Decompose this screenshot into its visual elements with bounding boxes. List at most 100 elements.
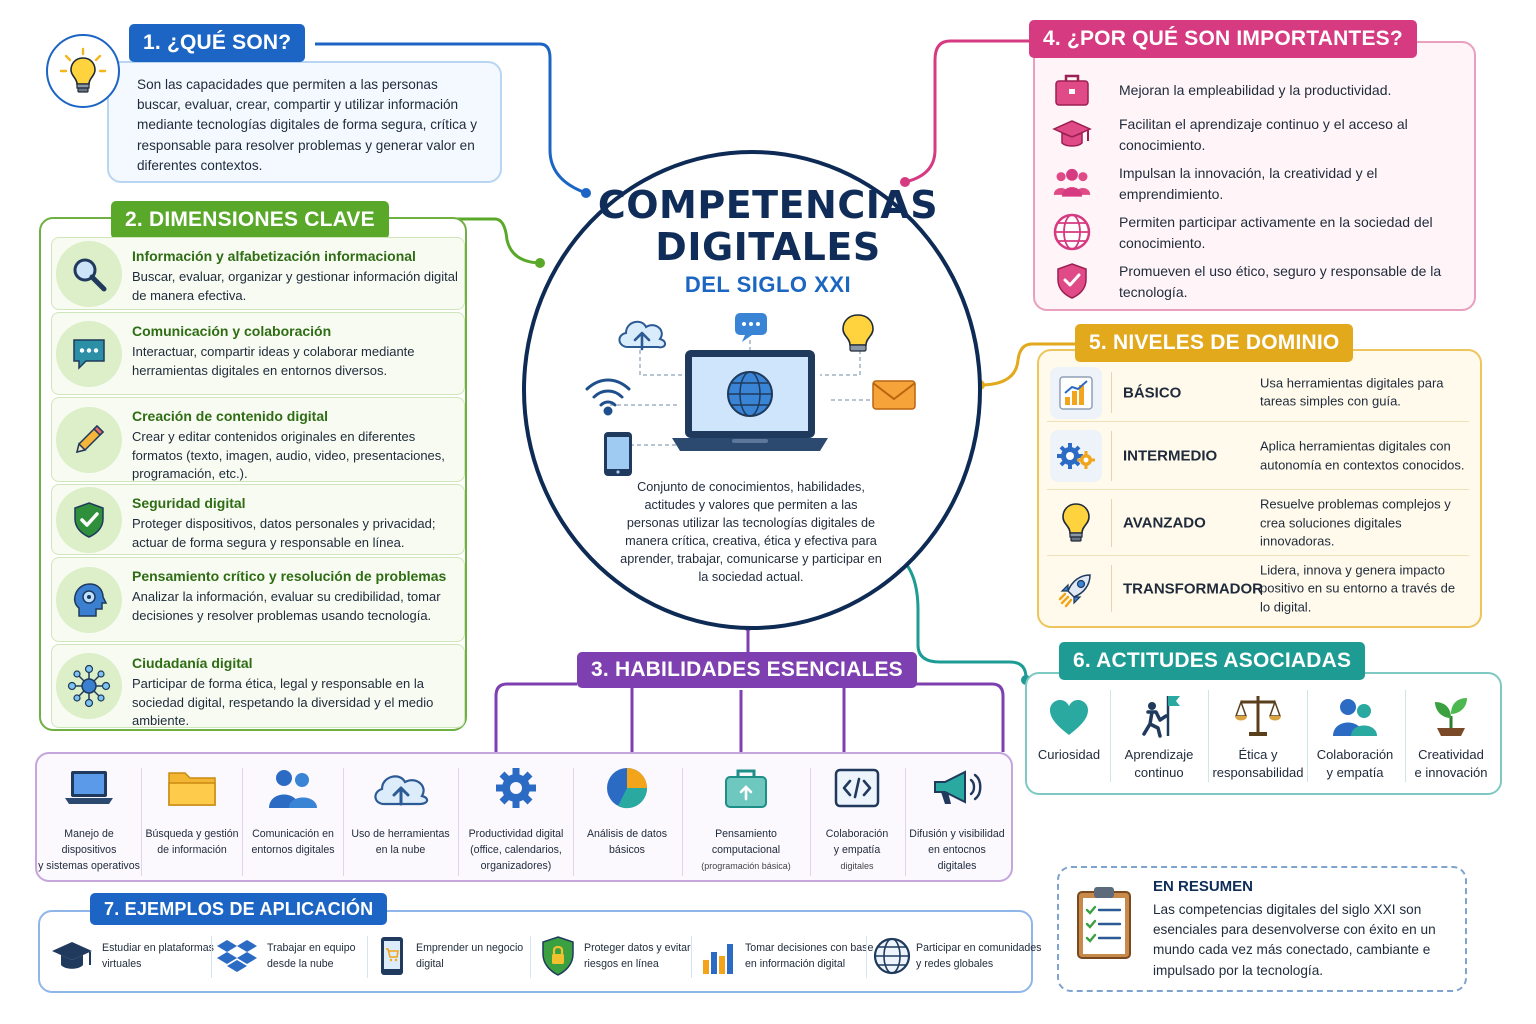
- skill-divider: [242, 768, 243, 876]
- level-name: AVANZADO: [1123, 514, 1206, 532]
- scales-icon: [1210, 686, 1306, 738]
- gear-icon: [459, 764, 573, 812]
- importance-item: Mejoran la empleabilidad y la productivi…: [1052, 70, 1462, 112]
- skill-label-line3: digitales: [937, 860, 977, 872]
- skill-label-line2: y sistemas operativos: [38, 860, 140, 872]
- skill-label-line3: (programación básica): [701, 861, 791, 871]
- level-row: TRANSFORMADOR Lidera, innova y genera im…: [1047, 557, 1469, 620]
- dimension-card: Pensamiento crítico y resolución de prob…: [51, 557, 465, 642]
- level-name: INTERMEDIO: [1123, 447, 1218, 465]
- lightbulb-icon: [842, 314, 874, 352]
- skill-label-line2: en la nube: [375, 844, 426, 856]
- dimension-card: Seguridad digital Proteger dispositivos,…: [51, 484, 465, 555]
- skill-label: Colaboración: [825, 828, 889, 840]
- skill-label: Pensamiento: [715, 828, 777, 840]
- section1-header: 1. ¿QUÉ SON?: [129, 24, 306, 62]
- attitude-divider: [1307, 690, 1308, 782]
- importance-text: Promueven el uso ético, seguro y respons…: [1119, 263, 1442, 300]
- attitude-label: Curiosidad: [1037, 747, 1101, 762]
- dimension-card: Ciudadanía digital Participar de forma é…: [51, 644, 465, 728]
- dimension-card: Comunicación y colaboración Interactuar,…: [51, 312, 465, 395]
- skill-label-line2: de información: [157, 844, 227, 856]
- group-icon: [1052, 163, 1092, 203]
- skill-label: Manejo de dispositivos: [61, 828, 117, 856]
- dimension-desc: Proteger dispositivos, datos personales …: [132, 516, 436, 550]
- example-divider: [211, 936, 212, 978]
- section1-panel: Son las capacidades que permiten a las p…: [107, 61, 502, 183]
- smartphone-icon: [604, 432, 632, 476]
- graduation-cap-icon: [1052, 114, 1092, 154]
- skill-label: Difusión y visibilidad: [909, 828, 1005, 840]
- skill-item: Difusión y visibilidad en entocnos digital…: [905, 764, 1009, 874]
- briefcase-icon: [1052, 70, 1092, 110]
- skill-label: Búsqueda y gestión: [145, 828, 239, 840]
- shield-lock-icon: [536, 935, 580, 977]
- network-icon: [56, 653, 122, 719]
- attitude-label: Ética y: [1238, 747, 1278, 762]
- example-label: Emprender un negocio: [416, 942, 524, 954]
- main-title-line2: DIGITALES: [655, 225, 881, 269]
- skill-item: Manejo de dispositivos y sistemas operati…: [37, 764, 141, 874]
- importance-item: Promueven el uso ético, seguro y respons…: [1052, 261, 1462, 307]
- skill-label: Análisis de datos: [586, 828, 668, 840]
- section5-header: 5. NIVELES DE DOMINIO: [1075, 324, 1354, 362]
- skill-divider: [343, 768, 344, 876]
- skill-item: Colaboración y empatía digitales: [810, 764, 904, 874]
- example-label-line2: en información digital: [745, 958, 846, 970]
- example-label-line2: desde la nube: [267, 958, 334, 970]
- level-name: TRANSFORMADOR: [1123, 580, 1263, 597]
- importance-text: Mejoran la empleabilidad y la productivi…: [1119, 82, 1392, 98]
- shield-check-icon: [56, 486, 122, 553]
- bar-chart-icon: [697, 935, 741, 977]
- dimension-desc: Crear y editar contenidos originales en …: [132, 429, 445, 481]
- importance-item: Permiten participar activamente en la so…: [1052, 212, 1462, 258]
- globe-icon: [870, 935, 914, 977]
- summary-text: Las competencias digitales del siglo XXI…: [1153, 902, 1436, 978]
- dimension-title: Seguridad digital: [132, 495, 246, 511]
- center-description: Conjunto de conocimientos, habilidades, …: [620, 480, 882, 584]
- skill-label-line2: y empatía: [833, 844, 881, 856]
- clipboard-checklist-icon: [1077, 887, 1131, 959]
- magnifier-icon: [56, 240, 122, 307]
- example-label-line2: riesgos en línea: [584, 958, 659, 970]
- lightbulb-icon: [1050, 497, 1102, 549]
- toolbox-icon: [683, 764, 809, 812]
- example-label: Trabajar en equipo: [267, 942, 356, 954]
- example-label: Proteger datos y evitar: [584, 942, 691, 954]
- skill-label-line3: organizadores): [480, 860, 552, 872]
- mobile-cart-icon: [370, 935, 414, 977]
- importance-text: Facilitan el aprendizaje continuo y el a…: [1119, 116, 1408, 153]
- level-name: BÁSICO: [1123, 384, 1182, 401]
- attitude-divider: [1208, 690, 1209, 782]
- people-icon: [1307, 686, 1403, 738]
- level-desc: Usa herramientas digitales para tareas s…: [1260, 375, 1444, 409]
- example-label-line2: digital: [416, 958, 444, 970]
- flag-climber-icon: [1111, 686, 1207, 738]
- skill-item: Búsqueda y gestión de información: [142, 764, 242, 858]
- globe-icon: [1052, 212, 1092, 252]
- wifi-icon: [585, 378, 631, 416]
- attitude-divider: [1405, 690, 1406, 782]
- skill-label-line2: básicos: [609, 844, 645, 856]
- dimension-desc: Interactuar, compartir ideas y colaborar…: [132, 344, 415, 378]
- skill-label: Comunicación en: [252, 828, 334, 840]
- center-illustration: [585, 313, 916, 476]
- people-icon: [243, 764, 343, 812]
- skill-label: Uso de herramientas: [351, 828, 450, 840]
- skill-label: Productividad digital: [468, 828, 564, 840]
- rocket-icon: [1050, 563, 1102, 615]
- example-label-line2: y redes globales: [916, 958, 994, 970]
- skill-divider: [573, 768, 574, 876]
- skill-label-line3: digitales: [840, 861, 874, 871]
- attitude-label-line2: y empatía: [1326, 765, 1384, 780]
- dimension-title: Información y alfabetización informacion…: [132, 248, 416, 264]
- skill-label-line2: computacional: [711, 844, 781, 856]
- section6-header: 6. ACTITUDES ASOCIADAS: [1059, 642, 1366, 680]
- dimension-desc: Participar de forma ética, legal y respo…: [132, 676, 434, 728]
- section4-header: 4. ¿POR QUÉ SON IMPORTANTES?: [1029, 20, 1417, 58]
- skill-label-line2: en entocnos: [928, 844, 986, 856]
